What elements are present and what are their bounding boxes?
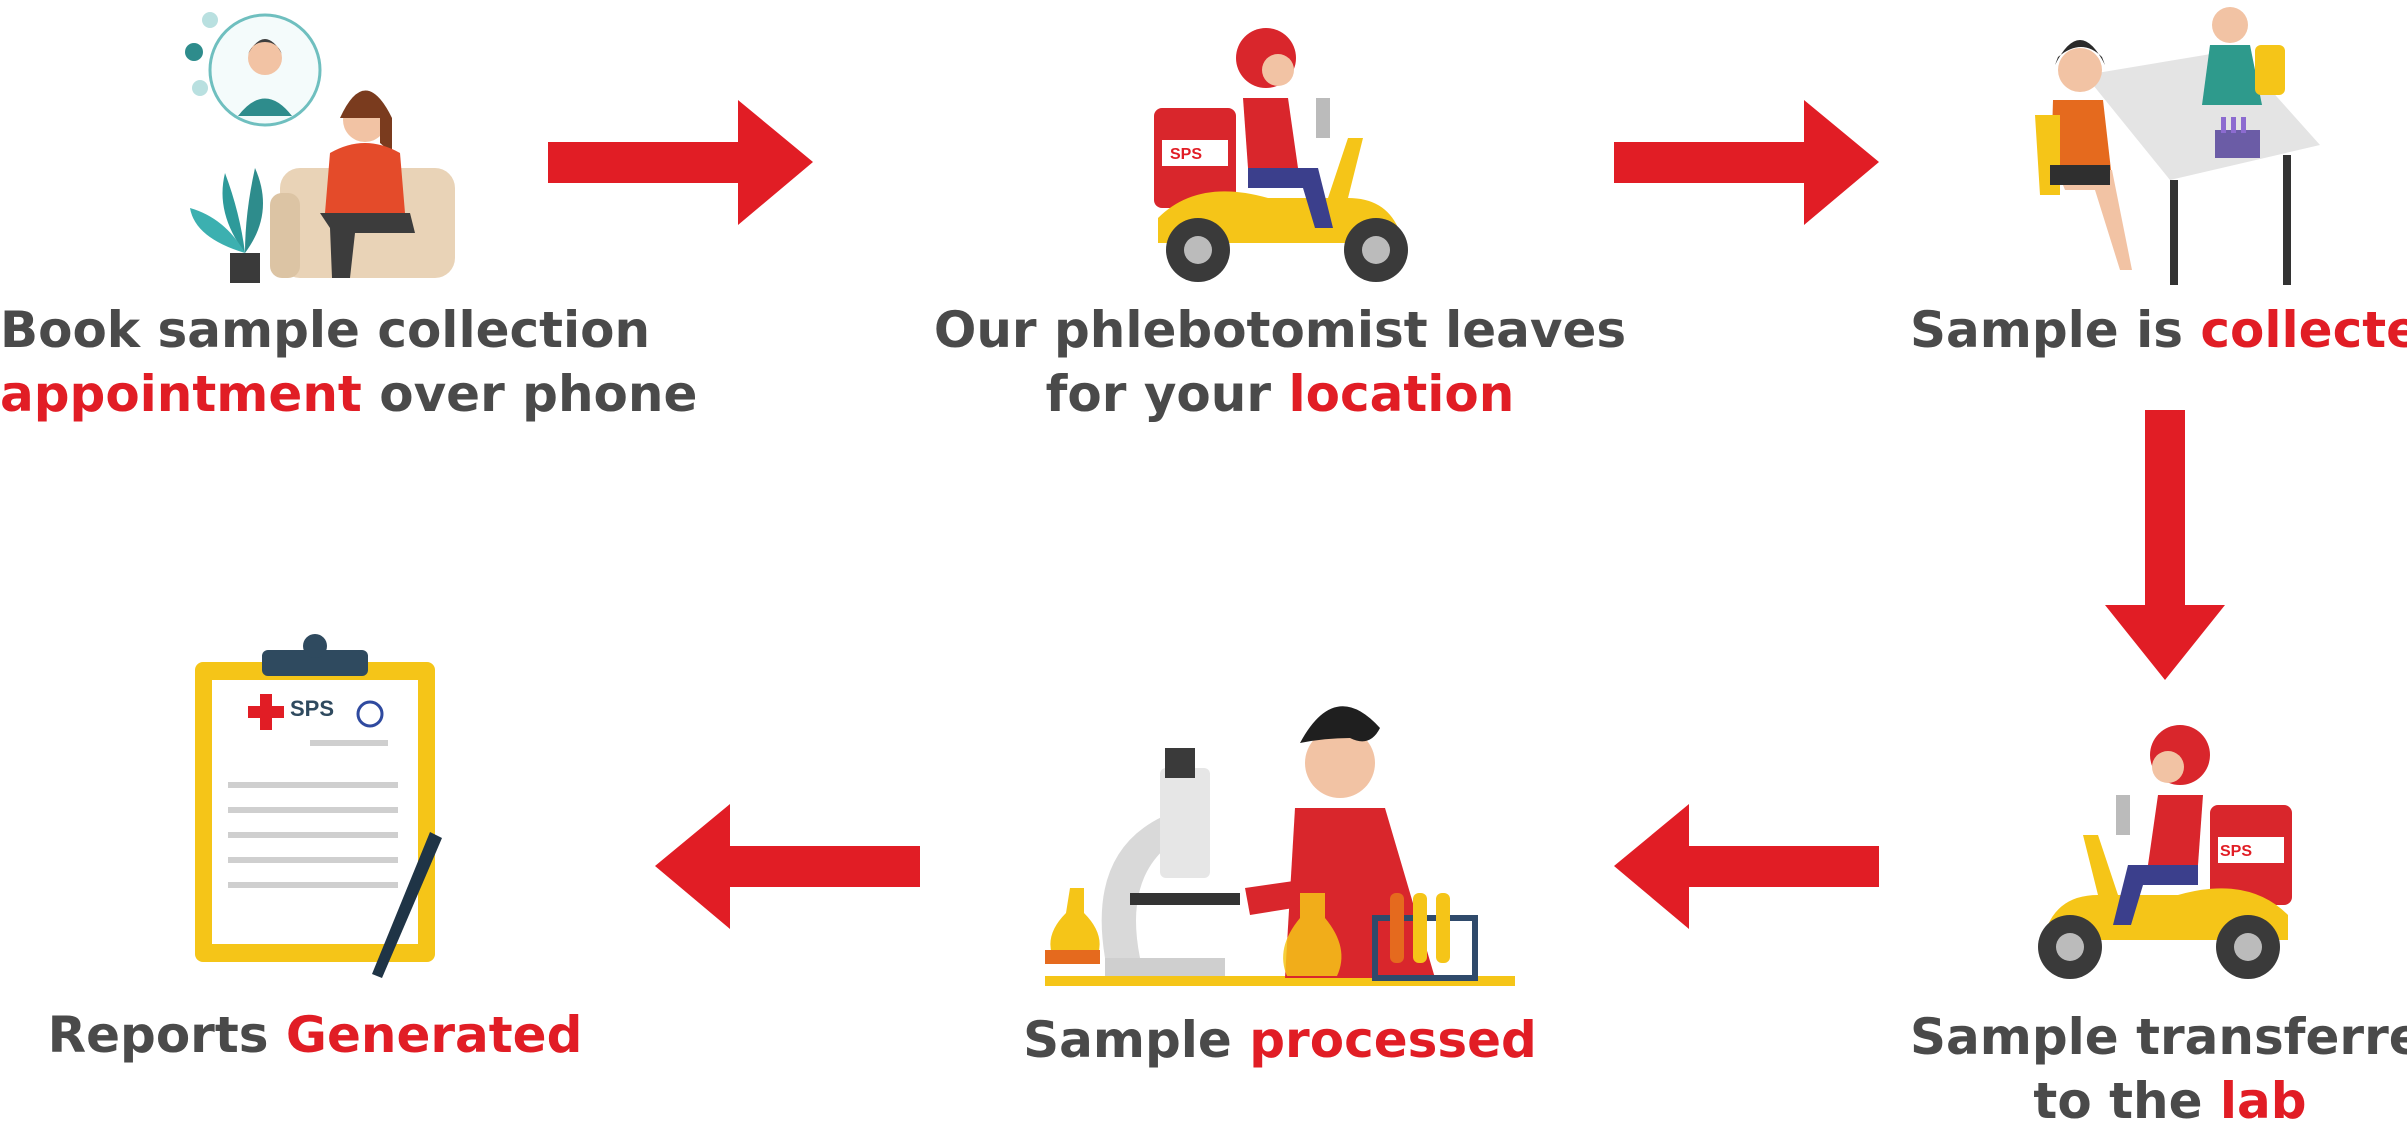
svg-text:SPS: SPS: [1170, 146, 1202, 163]
svg-text:SPS: SPS: [2220, 843, 2252, 860]
svg-text:SPS: SPS: [290, 696, 334, 721]
arrow-right-icon: [548, 100, 813, 225]
arrow-left-icon: [1614, 804, 1879, 929]
scientist-with-microscope-icon: [1045, 688, 1515, 988]
arrow-right-icon: [1614, 100, 1879, 225]
step-leave-label: Our phlebotomist leaves for your locatio…: [880, 298, 1680, 426]
step-book-label: Book sample collection appointment over …: [0, 298, 630, 426]
step-report-label: Reports Generated: [0, 1003, 630, 1067]
clipboard-report-icon: SPS: [190, 632, 455, 982]
scooter-to-lab-icon: SPS: [2028, 725, 2298, 987]
arrow-left-icon: [655, 804, 920, 929]
step-process-label: Sample processed: [900, 1008, 1660, 1072]
step-transfer-label: Sample transferred to the lab: [1910, 1005, 2407, 1133]
arrow-down-icon: [2105, 410, 2225, 680]
woman-on-phone-with-nurse-icon: [170, 8, 460, 288]
step-collect-label: Sample is collected: [1910, 298, 2407, 362]
phlebotomist-on-scooter-icon: SPS: [1148, 28, 1418, 290]
sample-collection-at-table-icon: [2025, 5, 2320, 290]
